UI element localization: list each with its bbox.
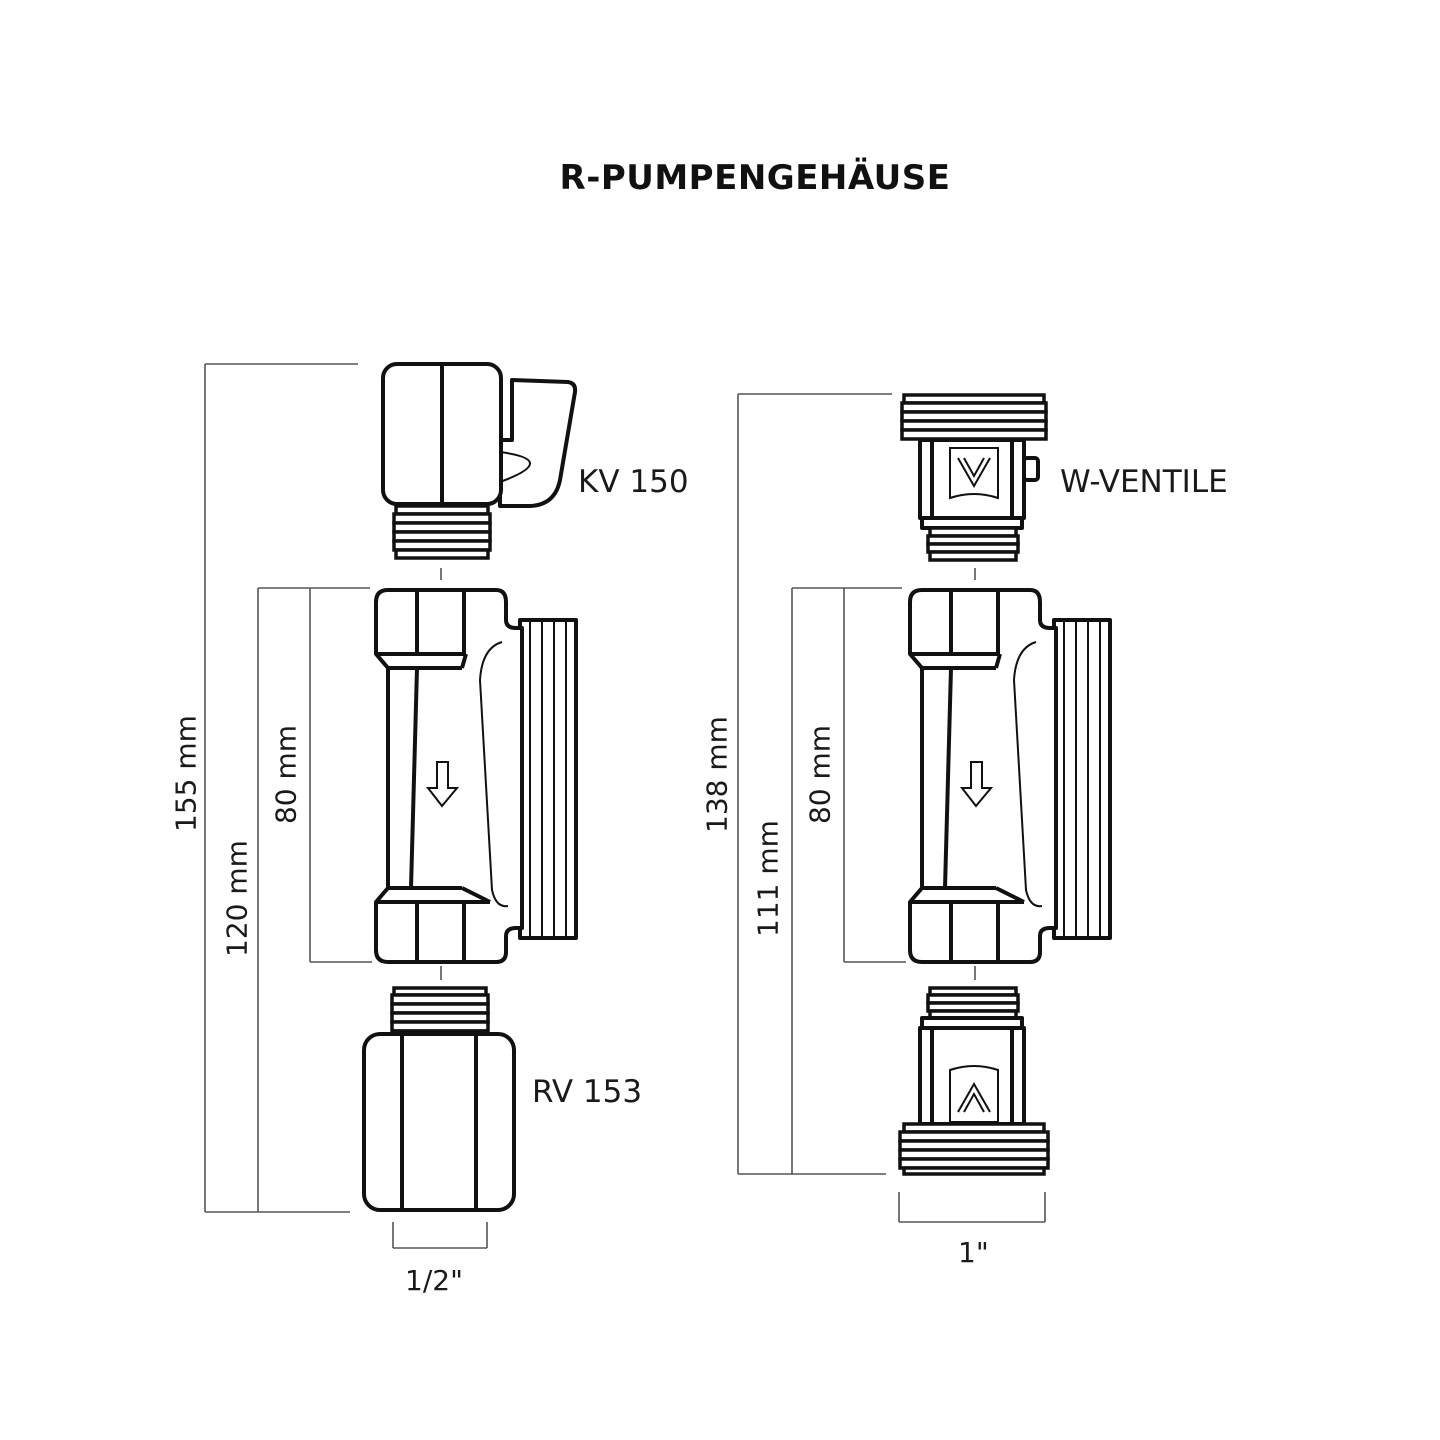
w-logo-icon xyxy=(957,1081,991,1113)
w-ventile-top-thread-lower xyxy=(926,526,1020,562)
w-ventile-top xyxy=(900,393,1048,562)
w-ventile-bottom xyxy=(898,986,1050,1176)
label-rv153: RV 153 xyxy=(532,1074,643,1110)
kv150-thread xyxy=(392,504,492,560)
dim-right-middle: 111 mm xyxy=(751,820,785,937)
right-pump-housing xyxy=(908,588,1112,964)
left-dimension-lines xyxy=(204,363,488,1249)
w-ventile-top-thread-upper xyxy=(900,393,1048,441)
kv150-valve xyxy=(381,362,578,560)
flow-arrow-icon xyxy=(959,761,994,808)
right-dimension-lines xyxy=(737,393,1046,1223)
w-ventile-bottom-thread-lower xyxy=(898,1122,1050,1176)
label-kv150: KV 150 xyxy=(578,464,689,500)
rv153-thread xyxy=(390,986,490,1039)
dim-left-thread-size: 1/2" xyxy=(405,1264,463,1297)
rv153-valve xyxy=(362,986,516,1212)
dim-right-total: 138 mm xyxy=(700,716,734,833)
left-pump-housing xyxy=(374,588,578,964)
label-w-ventile: W-VENTILE xyxy=(1060,464,1228,500)
dim-right-body: 80 mm xyxy=(803,724,837,825)
left-housing-thread xyxy=(518,618,578,940)
dim-left-body: 80 mm xyxy=(269,724,303,825)
right-housing-thread xyxy=(1052,618,1112,940)
dim-left-total: 155 mm xyxy=(169,715,203,832)
diagram-title: R-PUMPENGEHÄUSE xyxy=(559,158,951,198)
dim-right-thread-size: 1" xyxy=(958,1236,989,1269)
w-logo-icon xyxy=(957,457,991,489)
flow-arrow-icon xyxy=(425,761,460,808)
w-ventile-bottom-thread-upper xyxy=(926,986,1020,1020)
dim-left-middle: 120 mm xyxy=(220,840,254,957)
